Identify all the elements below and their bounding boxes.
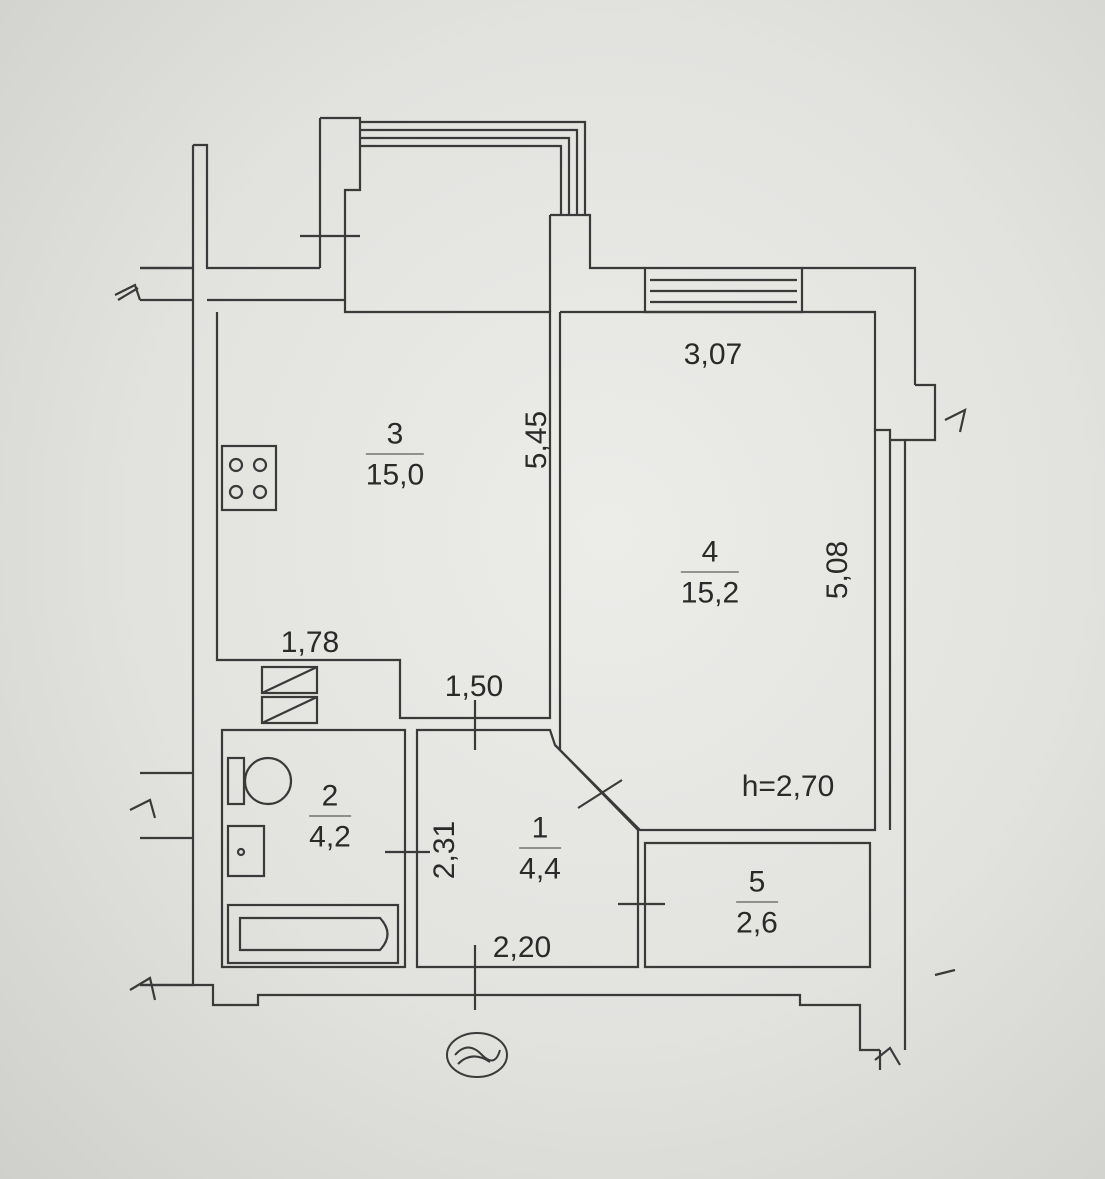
- room4-width-label: 3,07: [683, 338, 743, 371]
- hall-width-label: 2,20: [492, 931, 552, 964]
- bathroom: [220, 728, 407, 969]
- room4-window: [643, 266, 804, 314]
- stove: [220, 444, 278, 512]
- right-outer-wall: [905, 383, 937, 442]
- ceiling-height-label: h=2,70: [741, 770, 835, 803]
- room3-length-label: 5,45: [520, 410, 553, 470]
- toilet-tank: [226, 756, 246, 806]
- hall: [415, 728, 640, 969]
- room-2-label: 2 4,2: [309, 779, 351, 854]
- hall-depth-label: 2,31: [428, 820, 461, 880]
- vent-shaft-2: [260, 695, 319, 725]
- vent-shaft-1: [260, 665, 319, 695]
- balcony-left-wall: [140, 143, 320, 270]
- toilet-bowl: [243, 756, 293, 806]
- corridor-width-label: 1,50: [444, 670, 504, 703]
- sink: [226, 824, 266, 878]
- partition-wall: [548, 213, 645, 750]
- lower-left-outer: [140, 773, 195, 987]
- outer-wall-top-left: [140, 298, 195, 775]
- room4-right-wall: [554, 430, 907, 990]
- bottom-wall: [140, 983, 907, 1070]
- room-4-label: 4 15,2: [680, 535, 740, 610]
- break-marks: [114, 283, 967, 1066]
- inner-wall-top-left: [140, 266, 347, 302]
- stamp-mark: [446, 1032, 508, 1078]
- bathtub: [226, 903, 400, 965]
- room-3-label: 3 15,0: [365, 417, 425, 492]
- kitchen-window-top: [360, 120, 587, 215]
- door-marks: [300, 234, 665, 1010]
- storage-5: [643, 841, 872, 969]
- kitchen-notch-label: 1,78: [280, 626, 340, 659]
- room4-length-label: 5,08: [821, 540, 854, 600]
- balcony-right-wall: [318, 116, 362, 268]
- room-5-label: 5 2,6: [736, 865, 778, 940]
- room-1-label: 1 4,4: [519, 811, 561, 886]
